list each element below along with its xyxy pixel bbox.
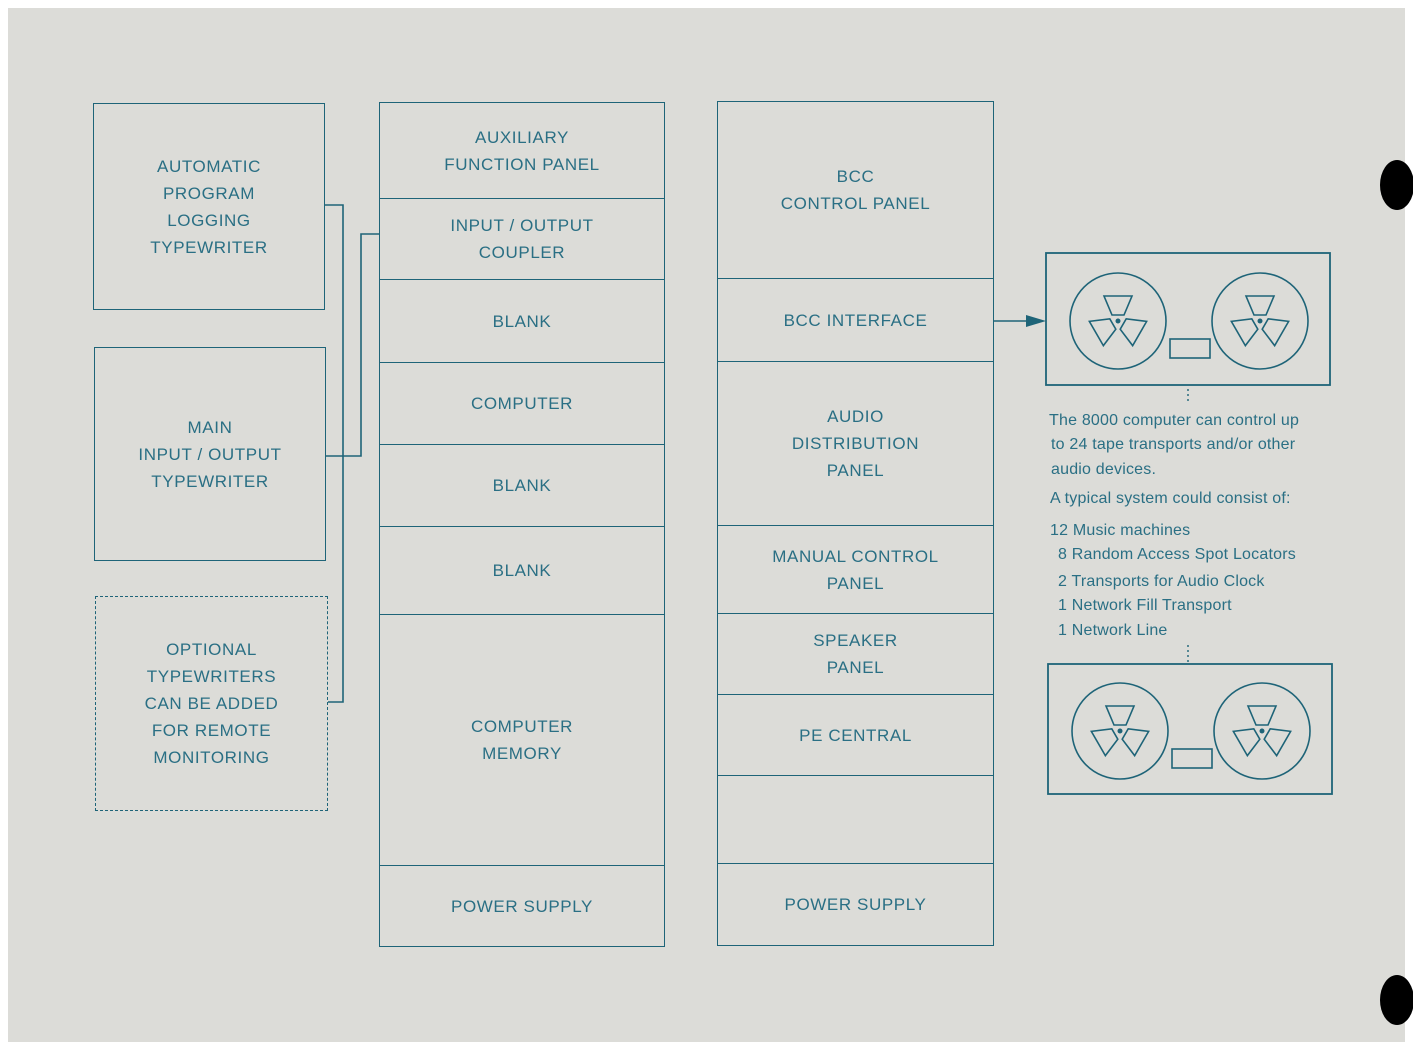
note-item: 2 Transports for Audio Clock — [1058, 573, 1265, 590]
rack2-panel-label: BCC CONTROL PANEL — [780, 167, 931, 213]
rack1-panel-label: BLANK — [492, 561, 552, 580]
computer-rack: AUXILIARY FUNCTION PANEL INPUT / OUTPUT … — [379, 102, 665, 947]
automatic-logging-typewriter-label: AUTOMATIC PROGRAM LOGGING TYPEWRITER — [150, 156, 268, 257]
optional-typewriters-label: OPTIONAL TYPEWRITERS CAN BE ADDED FOR RE… — [144, 640, 279, 767]
tape-transport-top — [1045, 252, 1331, 386]
paper-background — [8, 8, 1405, 1042]
rack2-panel-bcc-interface: BCC INTERFACE — [718, 279, 993, 362]
rack1-panel-label: BLANK — [492, 476, 552, 495]
rack1-panel-io-coupler: INPUT / OUTPUT COUPLER — [380, 199, 664, 280]
note-item: 1 Network Line — [1058, 622, 1168, 639]
rack1-panel-blank-2: BLANK — [380, 445, 664, 527]
main-io-typewriter-box: MAIN INPUT / OUTPUT TYPEWRITER — [94, 347, 326, 561]
rack1-panel-label: AUXILIARY FUNCTION PANEL — [444, 127, 600, 174]
control-rack: BCC CONTROL PANEL BCC INTERFACE AUDIO DI… — [717, 101, 994, 946]
rack1-panel-label: INPUT / OUTPUT COUPLER — [450, 216, 594, 262]
rack1-panel-power-supply: POWER SUPPLY — [380, 866, 664, 946]
rack1-panel-computer: COMPUTER — [380, 363, 664, 445]
rack1-panel-label: POWER SUPPLY — [451, 896, 593, 916]
bcc-interface-arrow — [994, 315, 1046, 327]
tape-transport-icon — [1071, 682, 1311, 780]
rack1-panel-blank-1: BLANK — [380, 280, 664, 363]
rack2-panel-label: AUDIO DISTRIBUTION PANEL — [791, 407, 920, 480]
optional-typewriters-box: OPTIONAL TYPEWRITERS CAN BE ADDED FOR RE… — [95, 596, 328, 811]
rack2-panel-label: SPEAKER PANEL — [813, 631, 898, 677]
rack2-panel-label: PE CENTRAL — [799, 725, 912, 745]
rack2-panel-speaker: SPEAKER PANEL — [718, 614, 993, 695]
rack1-panel-label: BLANK — [492, 311, 552, 331]
rack1-panel-computer-memory: COMPUTER MEMORY — [380, 615, 664, 866]
rack2-panel-empty — [718, 776, 993, 864]
rack2-panel-power-supply: POWER SUPPLY — [718, 864, 993, 945]
rack1-panel-label: COMPUTER — [470, 394, 574, 413]
binder-hole-bottom — [1380, 975, 1413, 1025]
note-item: 8 Random Access Spot Locators — [1058, 546, 1296, 563]
note-item: 12 Music machines — [1050, 522, 1191, 539]
typewriter-bus-lines — [325, 204, 379, 703]
note-item: 1 Network Fill Transport — [1058, 597, 1232, 614]
rack2-panel-manual-control: MANUAL CONTROL PANEL — [718, 526, 993, 614]
note-intro-line-1: The 8000 computer can control up — [1049, 412, 1300, 429]
rack2-panel-label: BCC INTERFACE — [783, 310, 928, 330]
rack2-panel-label: POWER SUPPLY — [784, 895, 927, 914]
binder-hole-top — [1380, 160, 1413, 210]
tape-transport-icon — [1069, 272, 1309, 370]
note-intro-line-3: audio devices. — [1051, 461, 1157, 478]
main-io-typewriter-label: MAIN INPUT / OUTPUT TYPEWRITER — [138, 417, 282, 491]
note-intro-line-2: to 24 tape transports and/or other — [1051, 436, 1296, 453]
rack2-panel-pe-central: PE CENTRAL — [718, 695, 993, 776]
rack1-panel-label: COMPUTER MEMORY — [470, 717, 574, 763]
rack1-panel-blank-3: BLANK — [380, 527, 664, 615]
rack2-panel-bcc-control: BCC CONTROL PANEL — [718, 102, 993, 279]
note-typical-system: A typical system could consist of: — [1050, 490, 1291, 507]
rack2-panel-label: MANUAL CONTROL PANEL — [772, 546, 939, 593]
rack2-panel-audio-distribution: AUDIO DISTRIBUTION PANEL — [718, 362, 993, 526]
rack1-panel-auxiliary-function: AUXILIARY FUNCTION PANEL — [380, 103, 664, 199]
tape-transport-bottom — [1047, 663, 1333, 795]
automatic-logging-typewriter-box: AUTOMATIC PROGRAM LOGGING TYPEWRITER — [93, 103, 325, 310]
